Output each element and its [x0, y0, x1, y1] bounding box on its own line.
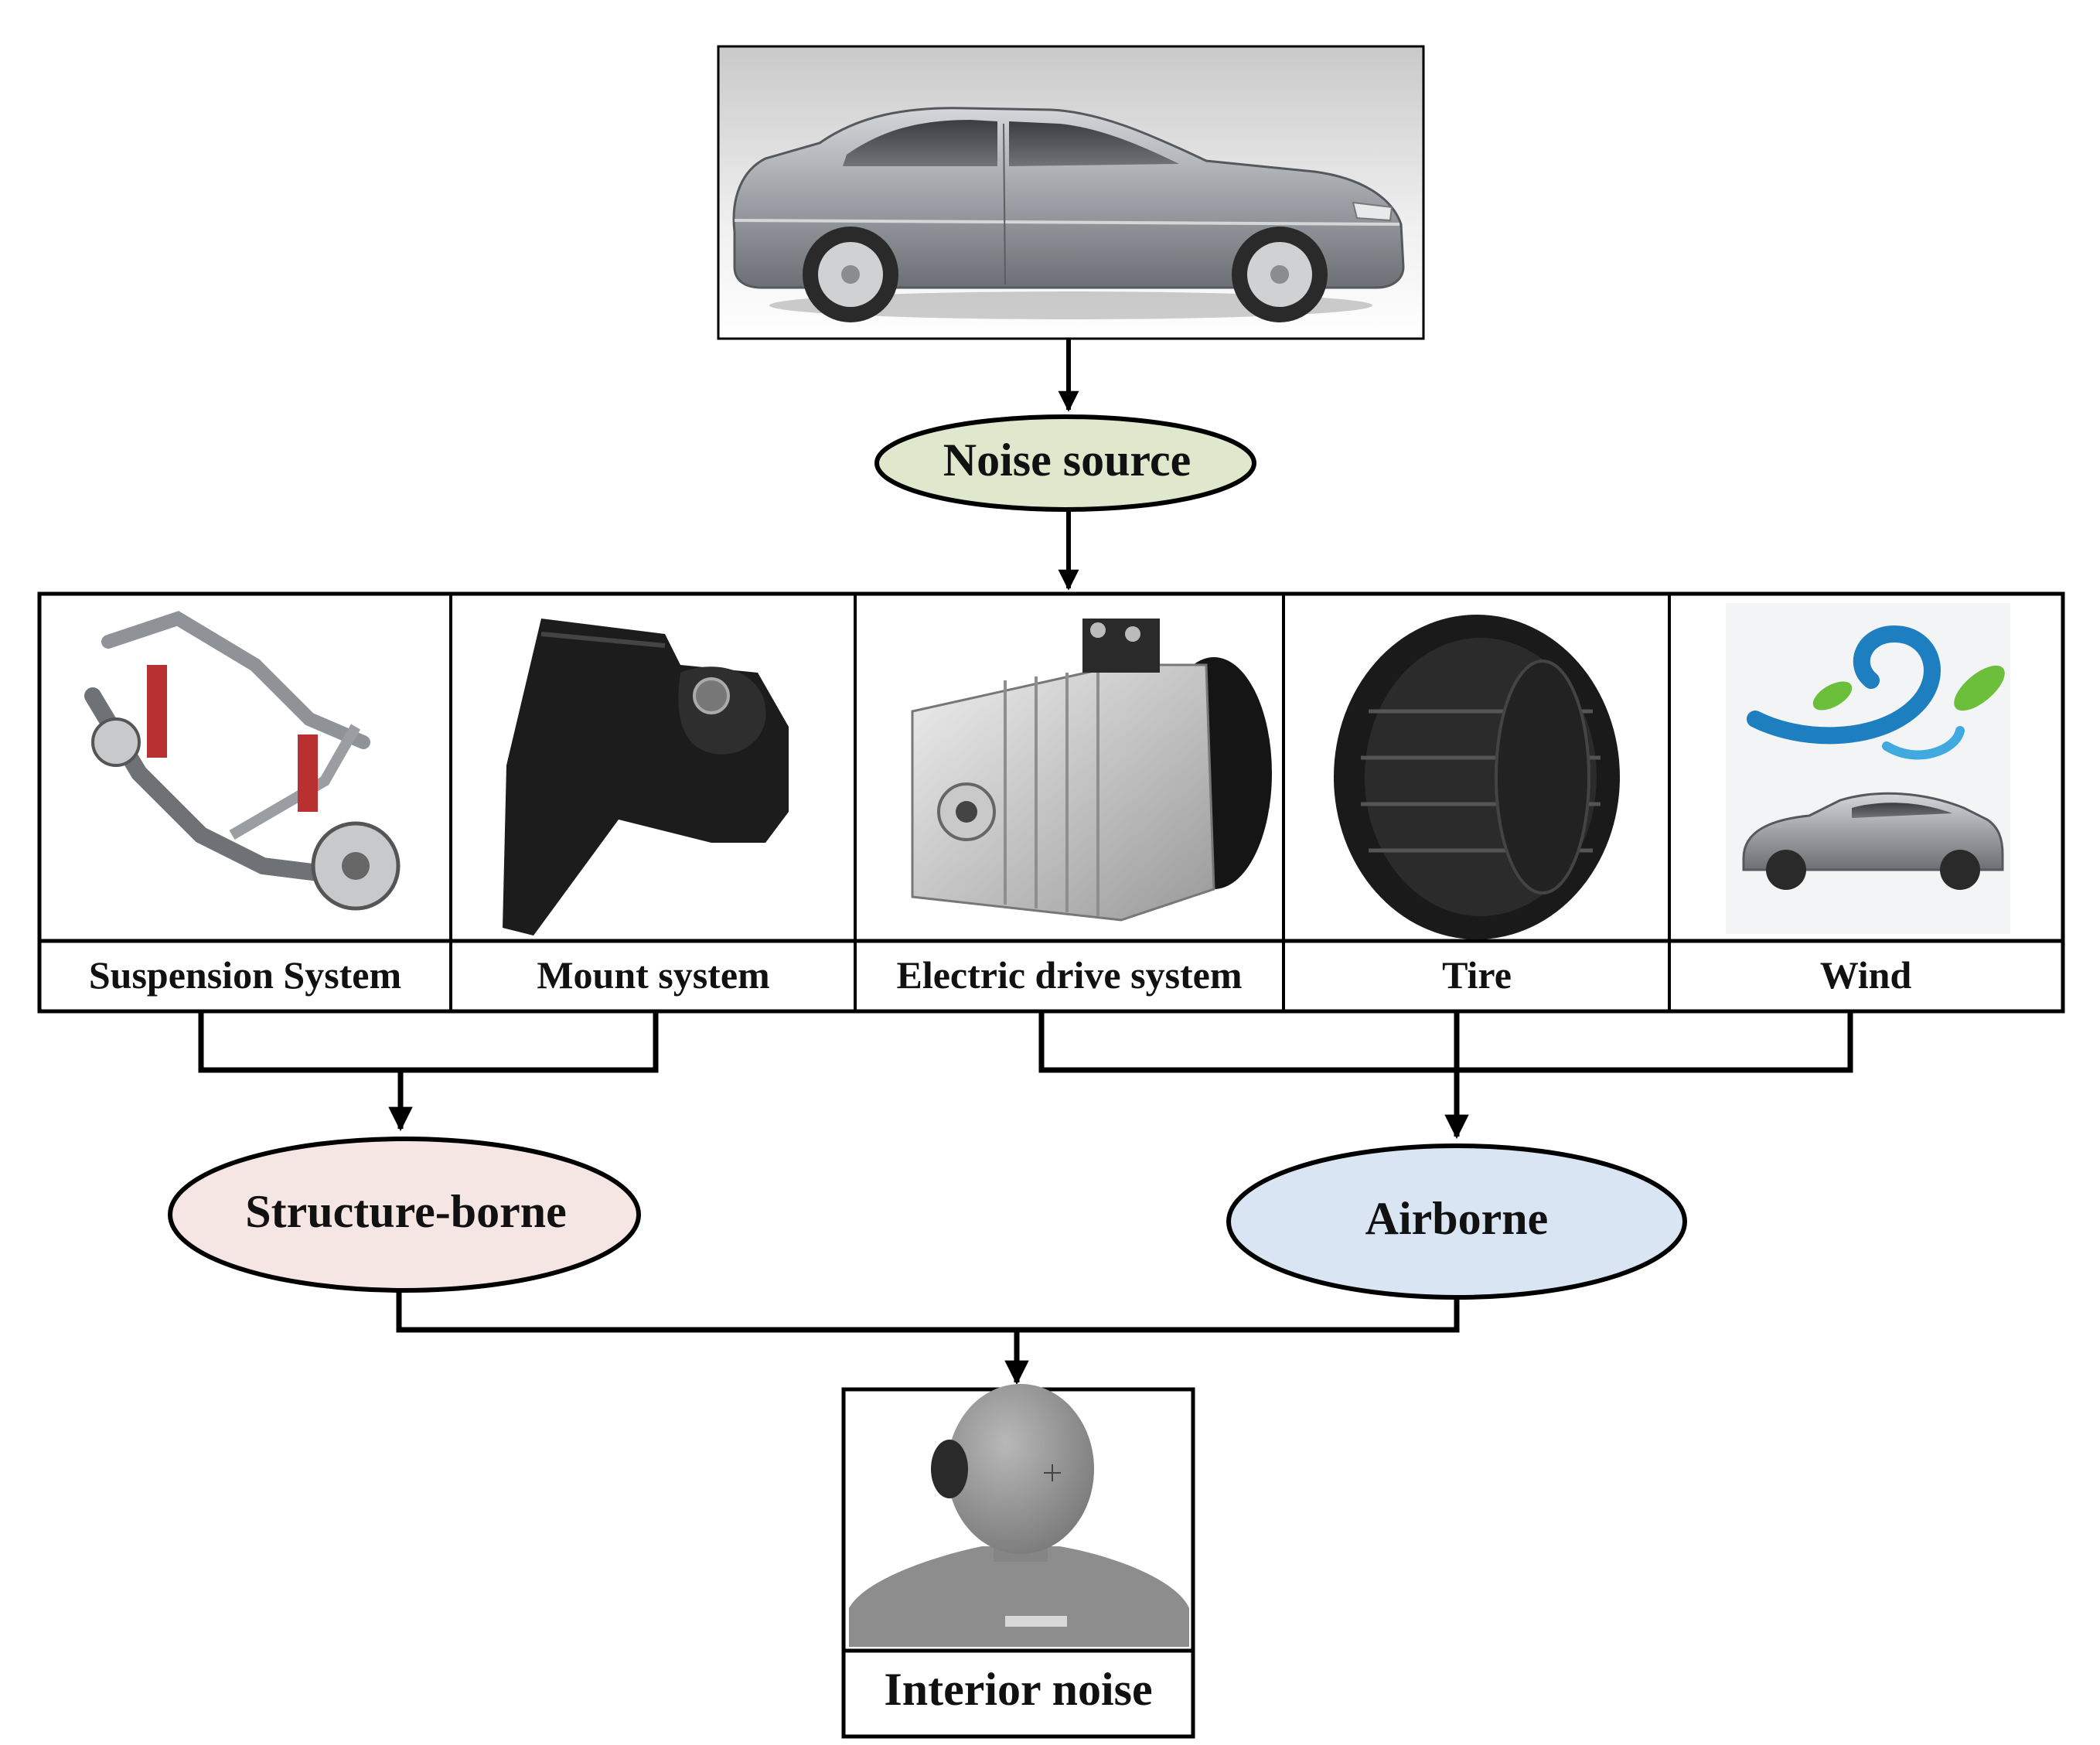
airborne-connector — [1038, 1011, 1853, 1140]
mount-system-label: Mount system — [537, 953, 769, 997]
wind-swirl-and-car-icon — [1726, 603, 2010, 934]
sources-row: Suspension System Mount system — [37, 591, 2065, 1014]
suspension-assembly-icon — [84, 611, 401, 911]
airborne-node: Airborne — [1226, 1143, 1687, 1300]
tire-icon — [1334, 615, 1620, 939]
noise-source-label: Noise source — [943, 435, 1191, 486]
merge-connector — [396, 1290, 1460, 1385]
interior-noise-node: Interior noise — [841, 1384, 1195, 1739]
tire-label: Tire — [1442, 953, 1512, 997]
structure-borne-connector — [198, 1011, 659, 1132]
electric-motor-icon — [911, 619, 1272, 922]
car-photo-box — [717, 45, 1425, 340]
head-and-torso-simulator-icon — [849, 1384, 1189, 1647]
mount-system-cell: Mount system — [503, 619, 789, 997]
silver-sedan-car-icon — [732, 107, 1405, 322]
suspension-system-label: Suspension System — [89, 953, 401, 997]
structure-borne-label: Structure-borne — [245, 1186, 567, 1237]
interior-noise-label: Interior noise — [884, 1664, 1152, 1715]
noise-source-node: Noise source — [874, 414, 1256, 512]
structure-borne-node: Structure-borne — [168, 1137, 641, 1293]
electric-drive-system-label: Electric drive system — [896, 953, 1242, 997]
wind-cell: Wind — [1726, 603, 2010, 997]
wind-label: Wind — [1820, 953, 1912, 997]
suspension-system-cell: Suspension System — [84, 611, 401, 997]
tire-cell: Tire — [1334, 615, 1620, 997]
engine-mount-icon — [503, 619, 789, 936]
airborne-label: Airborne — [1365, 1193, 1549, 1244]
electric-drive-system-cell: Electric drive system — [896, 619, 1272, 997]
